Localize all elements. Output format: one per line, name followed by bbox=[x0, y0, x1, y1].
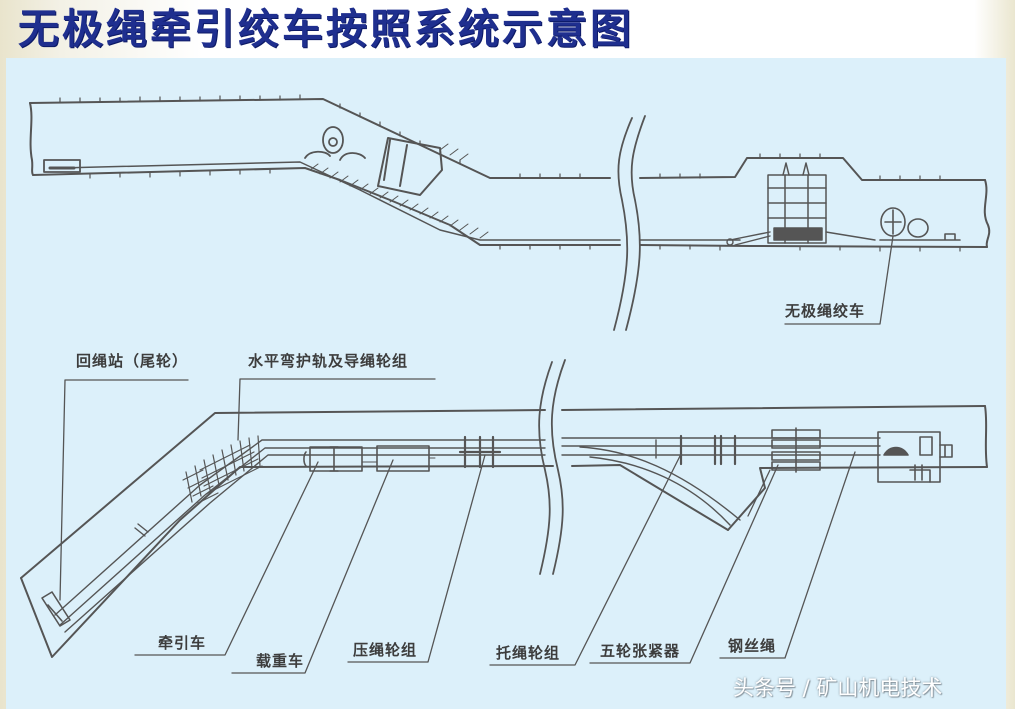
upper-break-line bbox=[613, 117, 633, 331]
label-load-car: 载重车 bbox=[256, 652, 305, 670]
press-rope-wheels bbox=[458, 435, 502, 469]
lower-tail-station bbox=[41, 591, 71, 627]
five-wheel-tensioner bbox=[771, 427, 821, 473]
diagram-panel bbox=[6, 58, 1006, 709]
upper-tunnel-outline bbox=[29, 94, 991, 252]
upper-tail-wheel bbox=[43, 159, 81, 173]
label-support-rope-wheels: 托绳轮组 bbox=[496, 644, 561, 662]
label-winch: 无极绳绞车 bbox=[785, 302, 866, 320]
page-title: 无极绳牵引绞车按照系统示意图 bbox=[18, 5, 634, 53]
upper-tensioner-structure bbox=[767, 162, 827, 244]
upper-rope-line bbox=[59, 161, 741, 241]
lower-rope-lines bbox=[54, 437, 881, 633]
lower-break-line bbox=[538, 361, 553, 575]
upper-incline-frame bbox=[377, 137, 443, 196]
leader-lines bbox=[59, 378, 856, 674]
winch-leader bbox=[784, 235, 894, 325]
support-rope-wheels bbox=[679, 434, 737, 466]
label-wire-rope: 钢丝绳 bbox=[728, 637, 777, 655]
label-press-rope-wheels: 压绳轮组 bbox=[353, 641, 418, 659]
upper-loop-device bbox=[304, 126, 366, 161]
upper-winch-machine bbox=[879, 207, 961, 241]
lower-tunnel-outline bbox=[20, 405, 988, 658]
label-return-station: 回绳站（尾轮） bbox=[76, 352, 189, 370]
label-five-wheel-tensioner: 五轮张紧器 bbox=[600, 642, 681, 660]
lower-winch-box bbox=[877, 431, 953, 483]
watermark: 头条号 / 矿山机电技术 bbox=[733, 676, 943, 700]
bend-guard-rollers bbox=[182, 435, 263, 504]
lower-tractor-car bbox=[303, 446, 363, 472]
label-tractor-car: 牵引车 bbox=[158, 634, 207, 652]
label-horizontal-bend-guard: 水平弯护轨及导绳轮组 bbox=[248, 352, 409, 370]
